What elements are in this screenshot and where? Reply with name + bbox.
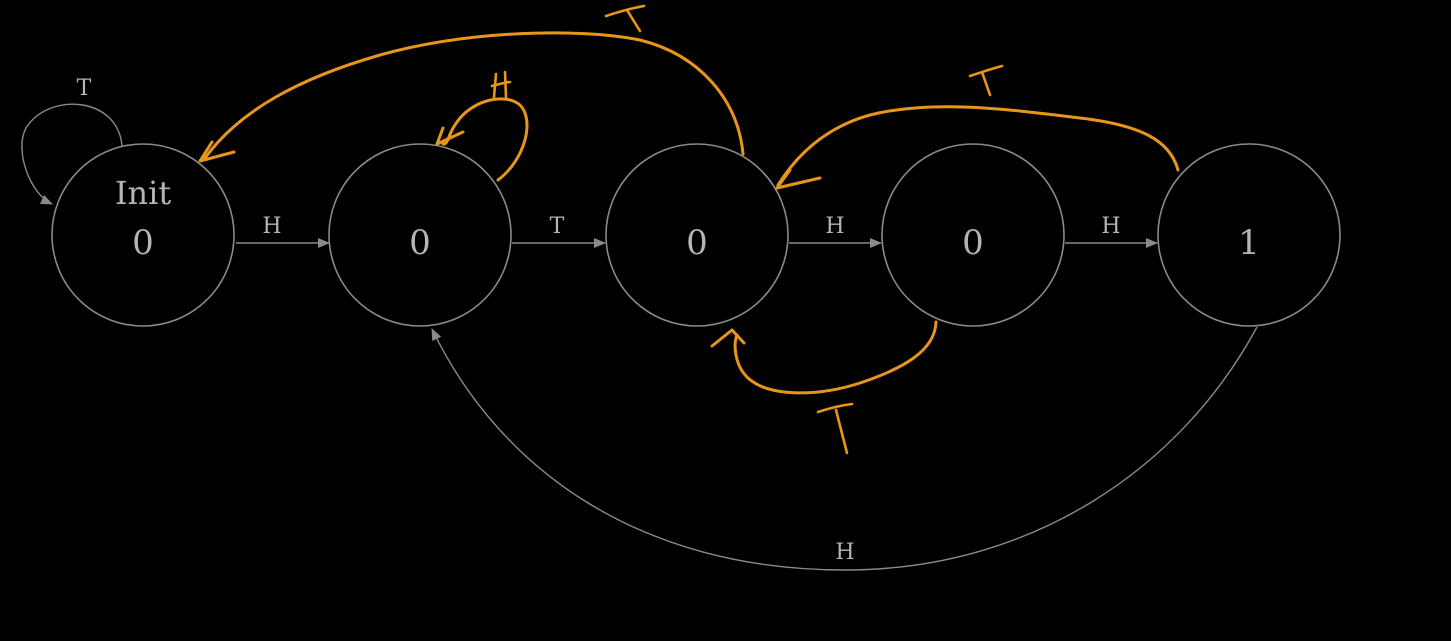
edge-label-s1-s2: T	[550, 214, 565, 239]
hand-label-h-loop	[490, 70, 512, 99]
state-2: 0	[605, 143, 789, 327]
hand-loop-s1	[441, 97, 529, 182]
hand-arc-s2-init	[203, 31, 745, 160]
handwritten-transition-s4-s2	[775, 64, 1180, 190]
state-circle	[1157, 143, 1341, 327]
hand-label-t-bottom	[816, 402, 854, 455]
hand-label-t-right	[968, 64, 1004, 97]
state-output: 0	[686, 223, 708, 263]
hand-arrowhead-s2-top	[775, 168, 822, 190]
hand-label-t-top	[604, 4, 646, 33]
state-circle	[51, 143, 235, 327]
state-output: 0	[409, 223, 431, 263]
state-name: Init	[115, 174, 171, 212]
state-circle	[881, 143, 1065, 327]
hand-arc-s3-s2	[733, 320, 938, 395]
edge-s4-s1	[431, 326, 1258, 571]
handwritten-transition-s3-s2	[710, 320, 938, 455]
hand-arrowhead-init	[198, 140, 236, 163]
state-circle	[328, 143, 512, 327]
edge-label-init-self: T	[77, 76, 92, 101]
edge-label-s4-s1: H	[835, 540, 854, 565]
state-output: 1	[1238, 223, 1260, 263]
hand-arc-s4-s2	[776, 105, 1180, 187]
edge-label-s3-s4: H	[1101, 214, 1120, 239]
hand-arrowhead-s2-bottom	[710, 328, 746, 348]
state-output: 0	[132, 223, 154, 263]
handwritten-loop-s1	[435, 70, 529, 182]
edge-label-s2-s3: H	[825, 214, 844, 239]
state-output: 0	[962, 223, 984, 263]
state-circle	[605, 143, 789, 327]
state-4: 1	[1157, 143, 1341, 327]
hand-arrowhead-s1	[435, 126, 465, 146]
handwritten-transition-s2-init	[198, 4, 745, 163]
state-init: Init 0	[51, 143, 235, 327]
state-1: 0	[328, 143, 512, 327]
edge-label-s0-s1: H	[262, 214, 281, 239]
state-3: 0	[881, 143, 1065, 327]
edge-init-self-loop	[21, 103, 123, 205]
